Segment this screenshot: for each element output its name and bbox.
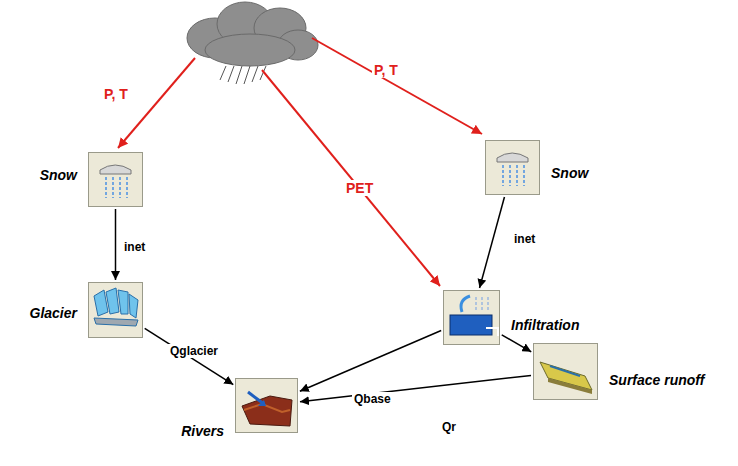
module-box: Snow <box>88 152 143 207</box>
flow-label: Qbase <box>352 392 393 406</box>
module-box: Snow <box>485 140 540 195</box>
module-name: Glacier <box>30 305 77 321</box>
flow-label: Qr <box>440 420 458 434</box>
module-name: Rivers <box>181 423 224 439</box>
flow-label: inet <box>512 232 537 246</box>
module-name: Snow <box>551 165 588 181</box>
flow-arrow <box>480 197 505 288</box>
module-icons <box>88 140 598 433</box>
flow-arrow <box>115 209 117 280</box>
flow-label: Qglacier <box>168 344 220 358</box>
forcing-label: P, T <box>102 86 130 102</box>
forcing-label: PET <box>344 180 375 196</box>
flow-arrow <box>300 331 441 392</box>
module-box: Rivers <box>235 378 298 433</box>
module-name: Surface runoff <box>609 372 704 388</box>
flow-arrow <box>145 328 234 384</box>
module-box: Surface runoff <box>533 343 598 400</box>
forcing-label: P, T <box>372 62 400 78</box>
module-box: Infiltration <box>443 290 500 345</box>
rain-cloud <box>187 2 318 84</box>
flow-arrow <box>300 375 531 401</box>
module-name: Snow <box>40 167 77 183</box>
module-box: Glacier <box>88 282 143 338</box>
flow-arrow <box>502 335 532 352</box>
forcing-arrows <box>118 38 482 286</box>
module-name: Infiltration <box>511 317 579 333</box>
flow-label: inet <box>122 240 147 254</box>
